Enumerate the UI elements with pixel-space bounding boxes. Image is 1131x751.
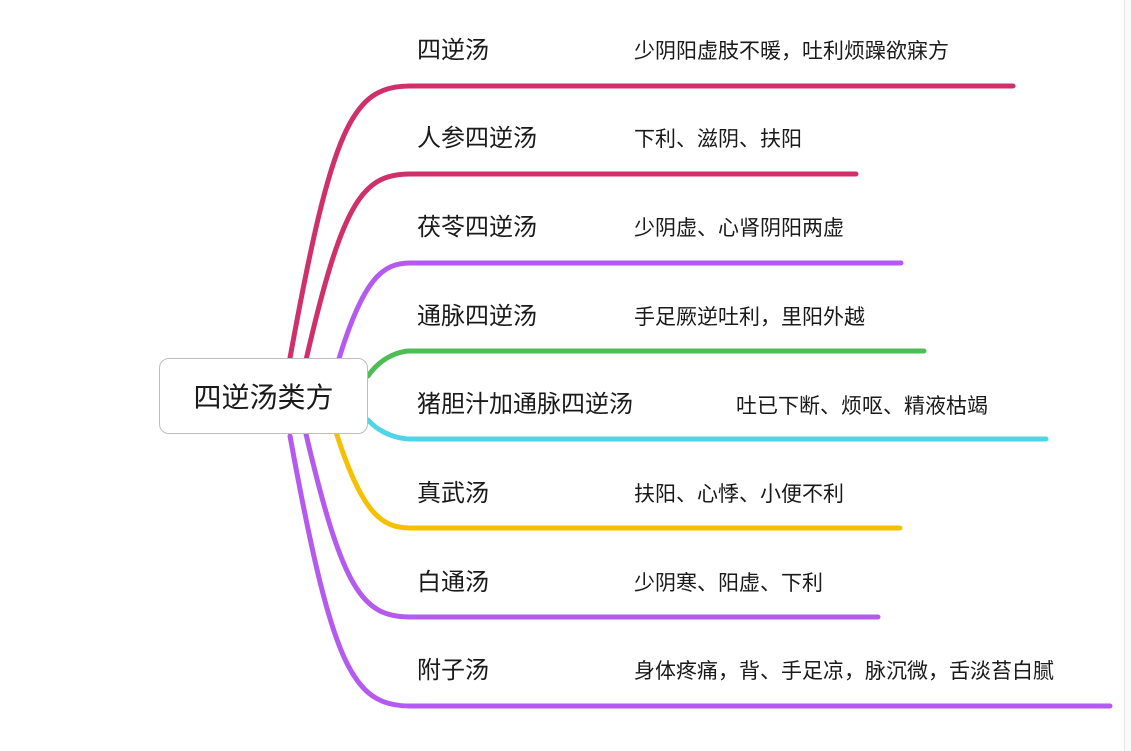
branch-topic-7[interactable]: 白通汤 [417,569,489,596]
branch-note-2[interactable]: 下利、滋阴、扶阳 [634,128,802,151]
branch-connector-8 [287,433,1113,709]
branch-note-4[interactable]: 手足厥逆吐利，里阳外越 [634,306,865,329]
branch-note-8[interactable]: 身体疼痛，背、手足凉，脉沉微，舌淡苔白腻 [634,660,1054,683]
branch-connector-5 [365,417,1049,442]
branch-connector-3 [335,260,904,365]
root-topic-label: 四逆汤类方 [193,382,334,413]
branch-note-1[interactable]: 少阴阳虚肢不暖，吐利烦躁欲寐方 [634,40,949,63]
branch-topic-5[interactable]: 猪胆汁加通脉四逆汤 [417,391,633,418]
branch-topic-4[interactable]: 通脉四逆汤 [417,303,537,330]
branch-topic-2[interactable]: 人参四逆汤 [417,125,537,152]
root-topic[interactable]: 四逆汤类方 [159,358,368,434]
branch-connector-2 [303,171,859,363]
branch-topic-8[interactable]: 附子汤 [417,657,489,684]
branch-connector-4 [365,348,927,379]
branch-topic-1[interactable]: 四逆汤 [417,37,489,64]
branch-note-6[interactable]: 扶阳、心悸、小便不利 [634,483,844,506]
branch-topic-6[interactable]: 真武汤 [417,480,489,507]
branch-note-3[interactable]: 少阴虚、心肾阴阳两虚 [634,217,844,240]
branch-note-7[interactable]: 少阴寒、阳虚、下利 [634,572,823,595]
branch-connector-1 [287,83,1016,361]
branch-connector-7 [303,431,881,620]
branch-topic-3[interactable]: 茯苓四逆汤 [417,214,537,241]
scrollbar-track[interactable] [1124,0,1131,751]
branch-note-5[interactable]: 吐已下断、烦呕、精液枯竭 [736,395,988,418]
branch-connector-6 [333,429,903,531]
